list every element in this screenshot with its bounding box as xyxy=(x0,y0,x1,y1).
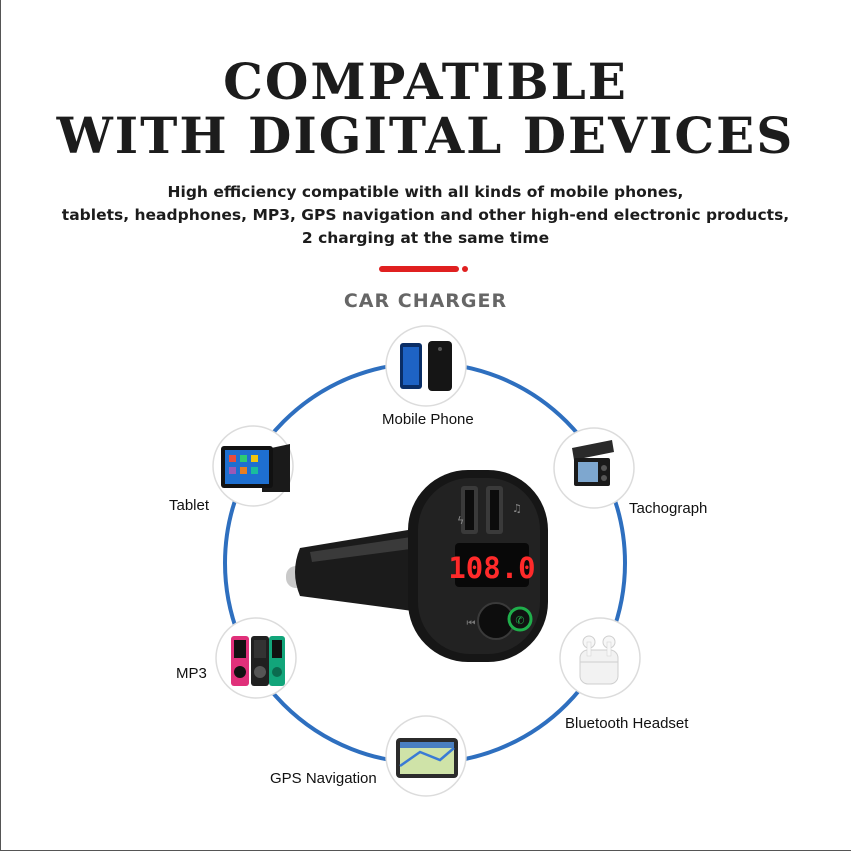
label-bluetooth-headset: Bluetooth Headset xyxy=(565,715,689,732)
frequency-display: 108.0 xyxy=(448,551,535,585)
mp3-icon xyxy=(215,617,297,699)
accent-dot xyxy=(462,266,468,272)
subtitle-line-3: 2 charging at the same time xyxy=(301,229,550,247)
label-mp3: MP3 xyxy=(176,665,207,682)
accent-bar xyxy=(379,266,459,272)
mobile-phone-icon xyxy=(385,325,467,407)
tachograph-icon xyxy=(553,427,635,509)
gps-navigation-icon xyxy=(385,715,467,797)
car-charger-image: ϟ ♫ 108.0 ⏮ ✆ xyxy=(286,470,548,662)
headline-line-1: COMPATIBLE xyxy=(223,52,628,111)
section-title: CAR CHARGER xyxy=(343,290,508,312)
label-mobile-phone: Mobile Phone xyxy=(382,411,474,428)
label-gps-navigation: GPS Navigation xyxy=(270,770,377,787)
label-tablet: Tablet xyxy=(169,497,210,514)
svg-text:♫: ♫ xyxy=(512,502,522,515)
label-tachograph: Tachograph xyxy=(629,500,708,517)
tablet-icon xyxy=(212,425,294,507)
headline-line-2: WITH DIGITAL DEVICES xyxy=(56,106,795,165)
svg-text:ϟ: ϟ xyxy=(457,514,464,527)
svg-text:⏮: ⏮ xyxy=(467,618,476,629)
svg-text:✆: ✆ xyxy=(515,614,524,627)
subtitle-line-1: High efficiency compatible with all kind… xyxy=(167,183,684,201)
bluetooth-headset-icon xyxy=(559,617,641,699)
subtitle-line-2: tablets, headphones, MP3, GPS navigation… xyxy=(61,206,790,224)
